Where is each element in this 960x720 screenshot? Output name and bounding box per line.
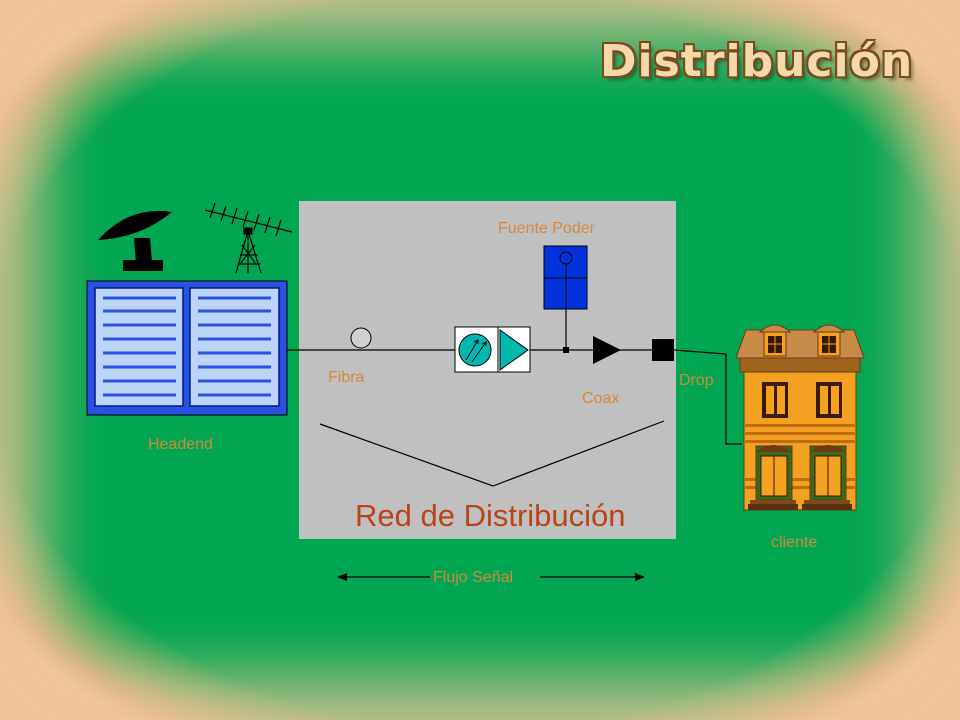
fiber-label: Fibra [328,369,365,386]
signal-flow-arrow [337,573,645,581]
coax-label: Coax [582,390,620,407]
drop-line [673,349,742,445]
satellite-dish-icon [98,210,172,271]
power-supply-icon [543,245,588,310]
drop-label: Drop [679,372,714,389]
fiber-marker-icon [350,327,372,349]
house-icon [735,324,865,511]
signal-flow-label: Flujo Señal [433,569,514,586]
fiber-node-icon [454,326,531,373]
tap-icon [652,339,674,361]
headend-rack-icon [86,280,288,416]
network-v-lines [319,420,665,487]
antenna-tower-icon [204,202,293,274]
customer-label: cliente [771,534,818,551]
power-insert-dot [563,347,569,353]
amplifier-icon [593,336,621,364]
power-supply-label: Fuente Poder [498,220,595,237]
headend-label: Headend [148,436,213,453]
page-title: Distribución [600,36,914,87]
network-title: Red de Distribución [355,498,626,533]
